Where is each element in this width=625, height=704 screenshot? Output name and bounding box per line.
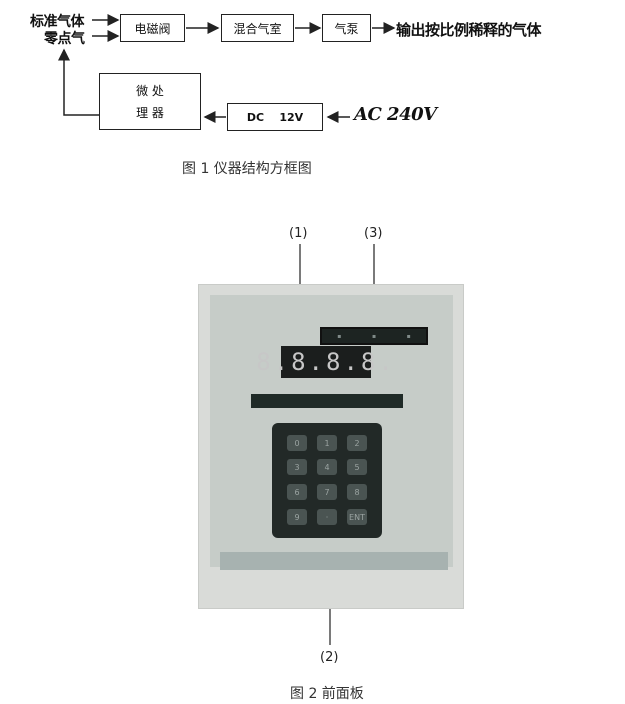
figure-2-caption: 图 2 前面板 (290, 686, 364, 702)
microprocessor-label-line2: 理 器 (136, 105, 164, 120)
figure-1-caption: 图 1 仪器结构方框图 (182, 161, 312, 177)
mixing-chamber-box: 混合气室 (221, 14, 294, 42)
key-2[interactable]: 2 (347, 435, 367, 451)
key-1[interactable]: 1 (317, 435, 337, 451)
key-4[interactable]: 4 (317, 459, 337, 475)
key-7[interactable]: 7 (317, 484, 337, 500)
callout-1-label: (1) (289, 226, 308, 241)
callout-2-label: (2) (320, 650, 339, 665)
model-name-strip (251, 394, 403, 408)
mixing-chamber-label: 混合气室 (233, 21, 282, 36)
led-display: 8.8.8.8. (256, 346, 393, 378)
key-0[interactable]: 0 (287, 435, 307, 451)
display-digits: 8.8.8.8. (256, 348, 396, 376)
indicator-led-3: ▪ (406, 332, 411, 340)
indicator-led-2: ▪ (371, 332, 377, 340)
key-8[interactable]: 8 (347, 484, 367, 500)
microprocessor-box: 微 处 理 器 (99, 73, 201, 130)
arrow-processor-to-inputs (58, 48, 99, 116)
keypad: 0 1 2 3 4 5 6 7 8 9 · ENT (272, 423, 382, 538)
key-enter[interactable]: ENT (347, 509, 367, 525)
input-standard-gas-label: 标准气体 (30, 14, 85, 30)
callout-3-label: (3) (364, 226, 383, 241)
panel-bottom-strip (220, 552, 448, 570)
key-dot[interactable]: · (317, 509, 337, 525)
air-pump-box: 气泵 (322, 14, 371, 42)
dc-12v-label: DC 12V (246, 110, 304, 124)
microprocessor-label-line1: 微 处 (136, 83, 164, 98)
key-3[interactable]: 3 (287, 459, 307, 475)
ac-240v-label: AC 240V (354, 104, 437, 125)
indicator-led-1: ▪ (337, 332, 342, 340)
air-pump-label: 气泵 (334, 21, 359, 36)
output-label: 输出按比例稀释的气体 (396, 21, 542, 39)
solenoid-valve-box: 电磁阀 (120, 14, 185, 42)
solenoid-valve-label: 电磁阀 (134, 21, 171, 36)
key-9[interactable]: 9 (287, 509, 307, 525)
input-zero-gas-label: 零点气 (44, 31, 85, 47)
key-6[interactable]: 6 (287, 484, 307, 500)
key-5[interactable]: 5 (347, 459, 367, 475)
indicator-strip: ▪ ▪ ▪ (320, 327, 428, 345)
dc-12v-box: DC 12V (227, 103, 323, 131)
